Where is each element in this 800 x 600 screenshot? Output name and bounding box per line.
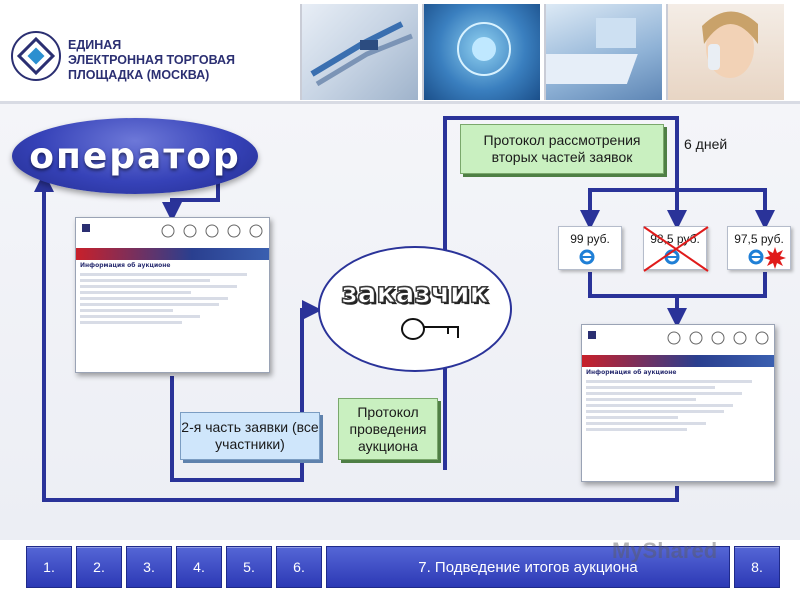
- nav-step-1[interactable]: 1.: [26, 546, 72, 588]
- org-name-line-2: ЭЛЕКТРОННАЯ ТОРГОВАЯ: [68, 53, 235, 67]
- note-second-part-application: 2-я часть заявки (все участники): [180, 412, 320, 460]
- screen-band: [76, 248, 269, 260]
- org-name: ЕДИНАЯ ЭЛЕКТРОННАЯ ТОРГОВАЯ ПЛОЩАДКА (МО…: [68, 38, 298, 83]
- org-name-line-3: ПЛОЩАДКА (МОСКВА): [68, 68, 210, 82]
- auction-info-screen-right: Информация об аукционе: [581, 324, 775, 482]
- header-photo-network: [422, 4, 540, 100]
- key-icon: [401, 318, 459, 340]
- price-value-1: 99 руб.: [570, 232, 610, 246]
- screen-header: [582, 325, 774, 355]
- nav-step-2[interactable]: 2.: [76, 546, 122, 588]
- screen-title: Информация об аукционе: [80, 262, 171, 269]
- nav-step-8[interactable]: 8.: [734, 546, 780, 588]
- price-card-2: 98,5 руб.: [643, 226, 709, 272]
- auction-info-screen-left: Информация об аукционе: [75, 217, 270, 373]
- price-value-3: 97,5 руб.: [734, 232, 784, 246]
- etp-logo-icon: [11, 31, 61, 81]
- price-value-2: 98,5 руб.: [650, 232, 700, 246]
- screen-content: [582, 378, 774, 436]
- header-photo-cables: [300, 4, 418, 100]
- nav-step-3[interactable]: 3.: [126, 546, 172, 588]
- nav-current-step-title[interactable]: 7. Подведение итогов аукциона: [326, 546, 730, 588]
- nav-step-5[interactable]: 5.: [226, 546, 272, 588]
- customer-node: заказчик: [318, 246, 512, 372]
- customer-label: заказчик: [341, 276, 489, 310]
- nav-step-6[interactable]: 6.: [276, 546, 322, 588]
- watermark: MyShared: [612, 538, 718, 563]
- price-card-1: 99 руб.: [558, 226, 622, 270]
- operator-label: оператор: [29, 135, 241, 177]
- header: ЕДИНАЯ ЭЛЕКТРОННАЯ ТОРГОВАЯ ПЛОЩАДКА (МО…: [0, 0, 800, 104]
- winner-burst-icon: [764, 247, 786, 269]
- note-second-parts-protocol: Протокол рассмотрения вторых частей заяв…: [460, 124, 664, 174]
- browser-icon: [579, 249, 595, 265]
- screen-title: Информация об аукционе: [586, 369, 677, 376]
- price-card-3: 97,5 руб.: [727, 226, 791, 270]
- note-auction-protocol: Протокол проведения аукциона: [338, 398, 438, 460]
- screen-content: [76, 271, 269, 329]
- screen-header: [76, 218, 269, 248]
- operator-node: оператор: [12, 118, 258, 194]
- header-photo-operator: [666, 4, 784, 100]
- header-photo-keyboard: [544, 4, 662, 100]
- browser-icon: [748, 249, 764, 265]
- nav-step-4[interactable]: 4.: [176, 546, 222, 588]
- screen-band: [582, 355, 774, 367]
- days-label: 6 дней: [684, 136, 728, 152]
- rejected-cross-icon: [643, 226, 709, 272]
- org-name-line-1: ЕДИНАЯ: [68, 38, 122, 52]
